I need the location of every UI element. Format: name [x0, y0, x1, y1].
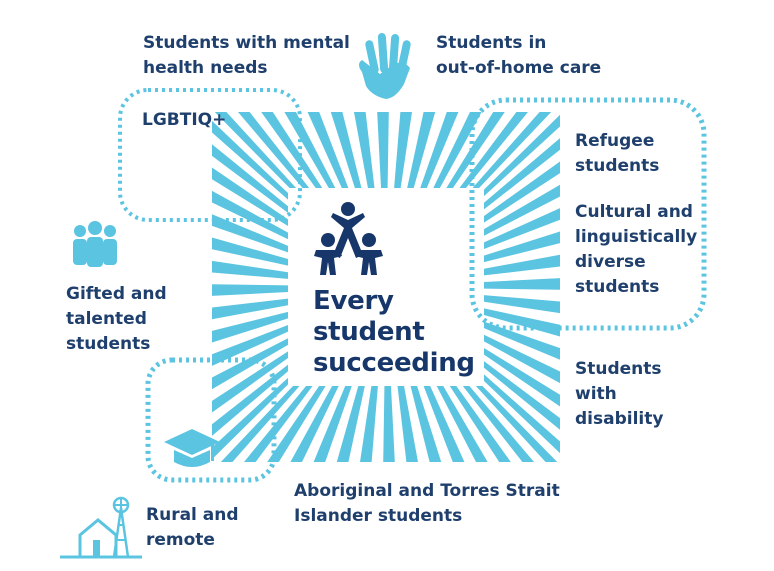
frame-stripe-right [484, 208, 560, 249]
frame-stripe-left [212, 260, 288, 279]
frame-stripe-bottom [290, 386, 339, 462]
label-aboriginal: Aboriginal and Torres Strait Islander st… [294, 481, 560, 526]
frame-stripe-top [307, 112, 349, 188]
frame-stripe-bottom [475, 386, 558, 462]
frame-stripe-top [353, 112, 375, 188]
frame-stripe-right [484, 374, 560, 454]
label-mental-health: Students with mental health needs [143, 33, 350, 78]
frame-stripe-left [212, 214, 288, 253]
frame-stripe-right [484, 334, 560, 384]
label-rural: Rural and remote [146, 505, 239, 550]
label-out-of-home-care: Students in out-of-home care [436, 33, 602, 78]
frame-stripe-right [484, 295, 560, 314]
striped-frame [212, 112, 560, 462]
frame-stripe-left [212, 311, 288, 343]
frame-stripe-bottom [423, 386, 465, 462]
frame-stripe-top [261, 112, 323, 188]
frame-stripe-bottom [410, 386, 442, 462]
frame-stripe-right [484, 278, 560, 290]
three-people-icon [314, 202, 383, 275]
frame-stripe-top [237, 112, 310, 188]
label-gifted: Gifted and talented students [66, 284, 167, 354]
frame-stripe-left [212, 284, 288, 296]
frame-stripe-bottom [244, 386, 313, 462]
frame-stripe-top [459, 112, 528, 188]
frame-stripe-top [446, 112, 505, 188]
frame-stripe-left [212, 167, 288, 227]
frame-stripe-left [212, 237, 288, 266]
frame-stripe-right [484, 184, 560, 236]
frame-stripe-top [394, 112, 412, 188]
frame-stripe-top [433, 112, 482, 188]
frame-stripe-left [212, 120, 288, 200]
label-disability: Students with disability [575, 359, 664, 429]
frame-stripe-top [420, 112, 459, 188]
frame-stripe-right [484, 231, 560, 263]
label-lgbtiq: LGBTIQ+ [142, 110, 227, 130]
frame-stripe-top [377, 112, 389, 188]
frame-stripe-bottom [336, 386, 365, 462]
frame-stripe-left [212, 298, 288, 320]
frame-stripe-top [330, 112, 362, 188]
house-windmill-icon [60, 496, 142, 559]
frame-stripe-top [472, 112, 552, 188]
frame-stripe-bottom [267, 386, 326, 462]
dotted-outline-cultural [469, 97, 707, 331]
frame-stripe-right [484, 321, 560, 360]
frame-stripe-right [484, 161, 560, 223]
frame-stripe-left [212, 364, 288, 436]
graduation-cap-icon [164, 429, 220, 467]
frame-stripe-left [212, 377, 288, 460]
frame-stripe-left [212, 338, 288, 390]
frame-stripe-bottom [313, 386, 352, 462]
frame-stripe-right [484, 254, 560, 276]
center-title: Every student succeeding [313, 286, 475, 378]
label-cultural: Cultural and linguistically diverse stud… [575, 202, 698, 297]
people-group-icon [73, 221, 117, 267]
frame-stripe-top [214, 112, 297, 188]
frame-stripe-bottom [462, 386, 535, 462]
frame-stripe-right [484, 138, 560, 210]
frame-stripe-right [484, 361, 560, 430]
frame-stripe-left [212, 144, 288, 213]
label-refugee: Refugee students [575, 131, 660, 176]
hand-icon [359, 33, 411, 99]
frame-stripe-bottom [397, 386, 419, 462]
frame-stripe-left [212, 351, 288, 413]
frame-stripe-right [484, 347, 560, 407]
frame-stripe-bottom [436, 386, 488, 462]
frame-stripe-left [212, 325, 288, 366]
frame-stripe-right [484, 114, 560, 197]
frame-stripe-bottom [360, 386, 378, 462]
frame-stripe-top [407, 112, 436, 188]
frame-stripe-bottom [449, 386, 511, 462]
frame-stripe-right [484, 308, 560, 337]
frame-stripe-bottom [383, 386, 395, 462]
frame-stripe-top [284, 112, 336, 188]
frame-stripe-left [212, 190, 288, 240]
frame-stripe-bottom [220, 386, 300, 462]
